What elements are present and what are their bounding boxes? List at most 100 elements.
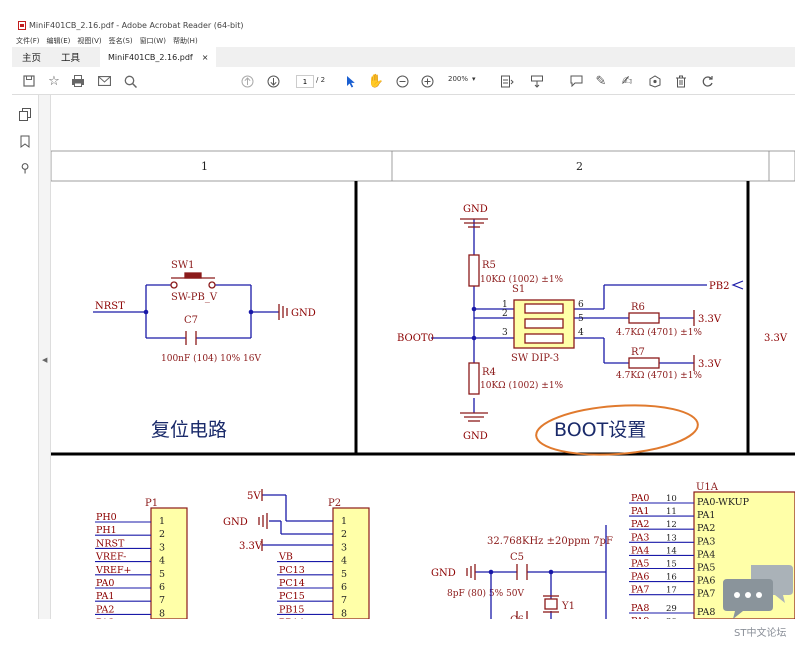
u1a-net-label: PA4	[631, 545, 649, 556]
page-up-icon[interactable]	[238, 72, 256, 90]
p2-ref: P2	[328, 498, 341, 509]
search-icon[interactable]	[121, 72, 139, 90]
stamp-icon[interactable]	[645, 72, 663, 90]
crystal-frequency: 32.768KHz ±20ppm 7pF	[487, 536, 613, 547]
p2-net-label: VB	[278, 552, 293, 563]
u1a-pin-number: 10	[666, 494, 677, 504]
u1a-pin-function: PA5	[697, 563, 715, 574]
u1a-pin-function: PA0-WKUP	[697, 497, 750, 508]
sw1-symbol	[170, 272, 288, 345]
attachments-icon[interactable]: ⚲	[20, 161, 30, 175]
hand-tool-icon[interactable]: ✋	[367, 73, 385, 89]
zoom-in-icon[interactable]	[418, 72, 436, 90]
tab-tools[interactable]: 工具	[61, 53, 81, 64]
c5-value: 8pF (80) 5% 50V	[447, 588, 525, 599]
save-icon[interactable]	[20, 72, 38, 90]
sign-icon[interactable]: ✍	[621, 73, 633, 89]
r4-value: 10KΩ (1002) ±1%	[480, 380, 564, 391]
schematic-page: 1 2 SW1 SW-PB_V NRST GND C7 100nF (104) …	[51, 150, 795, 619]
p2-pins: 123VB4PC135PC146PC157PB158PB149PB13	[277, 516, 347, 619]
email-icon[interactable]	[95, 72, 113, 90]
tab-document[interactable]: MiniF401CB_2.16.pdf ×	[100, 47, 217, 67]
p2-body	[332, 507, 370, 619]
u1a-pin-function: PA3	[697, 536, 715, 547]
net-nrst: NRST	[95, 301, 125, 312]
grid-label-2: 2	[576, 160, 583, 173]
tab-close-icon[interactable]: ×	[201, 52, 209, 62]
u1a-pin-function: PA6	[697, 576, 715, 587]
menu-view[interactable]: 视图(V)	[77, 36, 102, 45]
c7-ref: C7	[184, 315, 198, 326]
menu-help[interactable]: 帮助(H)	[172, 36, 198, 45]
bookmark-star-icon[interactable]: ☆	[48, 73, 60, 89]
rotate-icon[interactable]	[698, 72, 716, 90]
page-fit-icon[interactable]	[498, 72, 516, 90]
bookmarks-icon[interactable]	[18, 134, 32, 148]
p2-pin-number: 6	[341, 582, 347, 593]
u1a-pin-function: PA1	[697, 510, 715, 521]
page-down-icon[interactable]	[264, 72, 282, 90]
u1a-pin-number: 14	[666, 546, 677, 556]
trash-icon[interactable]	[672, 72, 690, 90]
chevron-down-icon: ▾	[472, 75, 476, 83]
grid-label-1: 1	[201, 160, 208, 173]
net-boot0: BOOT0	[397, 333, 434, 344]
p2-5v-label: 5V	[247, 491, 261, 502]
u1a-net-label: PA5	[631, 559, 649, 570]
panel-collapse-handle[interactable]: ◀	[39, 95, 51, 619]
tab-bar: 主页 工具 MiniF401CB_2.16.pdf ×	[12, 47, 795, 67]
zoom-dropdown[interactable]: 200%▾	[448, 75, 476, 83]
left-side-panel: ⚲	[12, 95, 39, 619]
page-thumbnails-icon[interactable]	[18, 107, 32, 121]
r5-ref: R5	[482, 260, 496, 271]
p1-net-label: VREF+	[95, 565, 132, 576]
p2-power-symbols	[258, 489, 268, 551]
comment-icon[interactable]	[567, 72, 585, 90]
zoom-value: 200%	[448, 75, 469, 83]
p1-pin-number: 3	[159, 542, 165, 553]
u1a-ref: U1A	[696, 482, 719, 493]
pen-icon[interactable]: ✎	[595, 73, 607, 89]
u1a-pin-number: 17	[666, 586, 677, 596]
p1-pin-number: 8	[159, 608, 165, 619]
u1a-net-label: PA3	[631, 532, 649, 543]
y1-ref: Y1	[561, 601, 575, 612]
r7-ref: R7	[631, 347, 645, 358]
r4-ref: R4	[482, 367, 496, 378]
scroll-mode-icon[interactable]	[528, 72, 546, 90]
u1a-pin-number: 29	[666, 604, 677, 614]
s1-pin-2: 2	[502, 309, 508, 319]
boot-section-title: BOOT设置	[554, 419, 646, 441]
menu-file[interactable]: 文件(F)	[16, 36, 40, 45]
u1a-pin-number: 12	[666, 520, 677, 530]
zoom-out-icon[interactable]	[393, 72, 411, 90]
p1-net-label: PA2	[96, 604, 114, 615]
p1-net-label: PH0	[96, 512, 117, 523]
s1-pin-3: 3	[502, 328, 508, 338]
menu-sign[interactable]: 签名(S)	[108, 36, 133, 45]
p2-net-label: PC13	[279, 565, 305, 576]
sw1-ref: SW1	[171, 260, 195, 271]
document-view[interactable]: 1 2 SW1 SW-PB_V NRST GND C7 100nF (104) …	[51, 95, 795, 619]
s1-pin-6: 6	[578, 300, 584, 310]
junction-dot	[488, 569, 494, 575]
p2-gnd-label: GND	[223, 517, 248, 528]
print-icon[interactable]	[69, 72, 87, 90]
r6-ref: R6	[631, 302, 645, 313]
u1a-pin-number: 30	[666, 617, 677, 619]
grid-ruler	[51, 150, 795, 182]
p2-3v3-label: 3.3V	[239, 541, 263, 552]
p1-pin-number: 1	[159, 516, 165, 527]
menu-edit[interactable]: 编辑(E)	[46, 36, 71, 45]
tab-home[interactable]: 主页	[22, 53, 42, 64]
select-tool-icon[interactable]	[342, 72, 360, 90]
p2-pin-number: 7	[341, 595, 347, 606]
menu-window[interactable]: 窗口(W)	[139, 36, 166, 45]
p1-pin-number: 4	[159, 556, 165, 567]
p1-net-label: PA0	[96, 578, 114, 589]
c5-ref: C5	[510, 552, 524, 563]
p1-body	[150, 507, 188, 619]
page-number-input[interactable]: 1	[296, 75, 314, 88]
p1-net-label: PA3	[96, 618, 114, 619]
